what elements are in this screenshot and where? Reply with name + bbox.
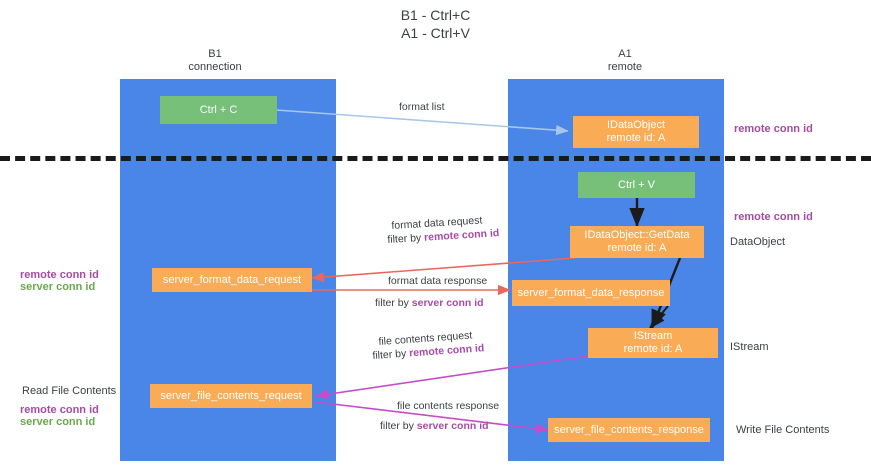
column-header-a1: A1 remote [607, 48, 643, 73]
page-title: B1 - Ctrl+C A1 - Ctrl+V [400, 7, 471, 41]
box-server-file-contents-request[interactable]: server_file_contents_request [150, 384, 312, 408]
box-server-format-data-response[interactable]: server_format_data_response [512, 280, 670, 306]
filter-prefix: filter by [380, 420, 417, 432]
box-ctrl-c[interactable]: Ctrl + C [160, 96, 277, 124]
annotation-istream: IStream [730, 341, 769, 353]
filter-key-remote-conn-id: remote conn id [423, 227, 500, 244]
edge-label-file-contents-response: file contents response [397, 400, 500, 412]
annotation-left-server-conn-id-2: server conn id [20, 416, 96, 428]
box-getdata[interactable]: IDataObject::GetData remote id: A [570, 226, 704, 258]
edge-label-file-contents-response-filter: filter by server conn id [380, 419, 489, 433]
filter-key-server-conn-id: server conn id [416, 420, 489, 432]
annotation-left-remote-conn-id-2: remote conn id [20, 404, 99, 416]
edge-label-format-list: format list [399, 101, 445, 113]
annotation-dataobject: DataObject [730, 236, 786, 248]
box-server-format-data-request[interactable]: server_format_data_request [152, 268, 312, 292]
box-idataobject[interactable]: IDataObject remote id: A [573, 116, 699, 148]
filter-prefix: filter by [375, 297, 412, 309]
box-server-file-contents-response[interactable]: server_file_contents_response [548, 418, 710, 442]
phase-divider [0, 156, 871, 161]
annotation-remote-conn-id-mid: remote conn id [734, 211, 813, 223]
annotation-write-file-contents: Write File Contents [736, 424, 830, 436]
column-header-b1: B1 connection [188, 48, 242, 73]
annotation-left-remote-conn-id-1: remote conn id [20, 269, 99, 281]
filter-prefix: filter by [372, 347, 410, 362]
box-ctrl-v[interactable]: Ctrl + V [578, 172, 695, 198]
edge-label-format-data-response-filter: filter by server conn id [375, 296, 484, 310]
annotation-read-file-contents: Read File Contents [22, 385, 117, 397]
annotation-left-server-conn-id-1: server conn id [20, 281, 96, 293]
annotation-remote-conn-id-top: remote conn id [734, 123, 813, 135]
box-istream[interactable]: IStream remote id: A [588, 328, 718, 358]
edge-label-format-data-response: format data response [388, 275, 488, 287]
filter-key-server-conn-id: server conn id [411, 297, 484, 309]
filter-prefix: filter by [387, 231, 425, 246]
filter-key-remote-conn-id: remote conn id [408, 342, 485, 360]
